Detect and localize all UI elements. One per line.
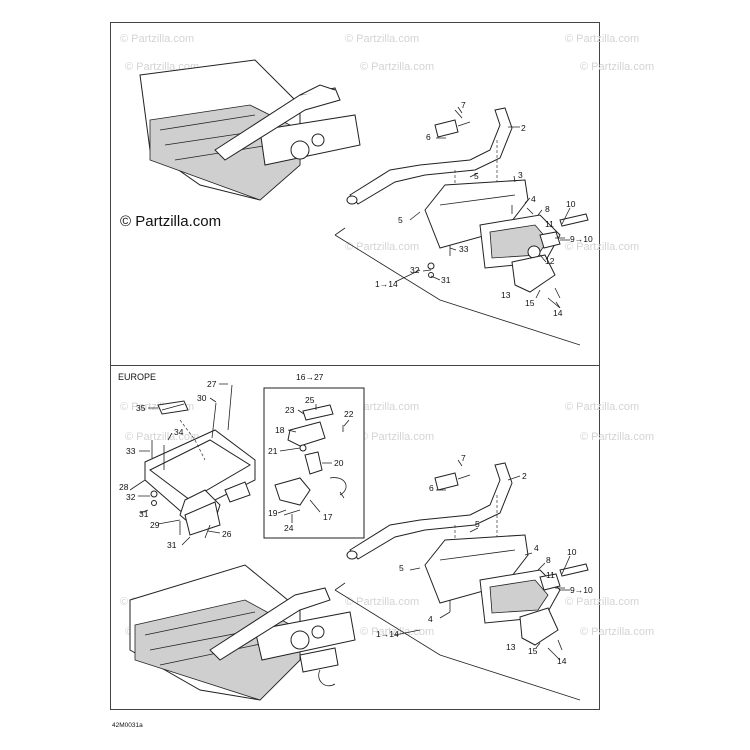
callout-32: 32 xyxy=(126,492,136,502)
watermark-text: © Partzilla.com xyxy=(360,626,434,638)
callout-5: 5 xyxy=(398,215,403,225)
watermark-text: © Partzilla.com xyxy=(580,61,654,73)
callout-31: 31 xyxy=(139,509,149,519)
callout-7: 7 xyxy=(461,100,466,110)
callout-33: 33 xyxy=(126,446,136,456)
callout-6: 6 xyxy=(429,483,434,493)
callout-13: 13 xyxy=(501,290,511,300)
callout-30: 30 xyxy=(197,393,207,403)
diagram-frame xyxy=(110,22,600,710)
watermark-text: © Partzilla.com xyxy=(360,431,434,443)
callout-8: 8 xyxy=(545,204,550,214)
callout-2: 2 xyxy=(521,123,526,133)
callout-14: 14 xyxy=(553,308,563,318)
callout-29: 29 xyxy=(150,520,160,530)
copyright-text: © Partzilla.com xyxy=(120,213,222,230)
callout-7: 7 xyxy=(461,453,466,463)
callout-27: 27 xyxy=(207,379,217,389)
inset-leader-lines xyxy=(277,404,350,523)
callout-5: 5 xyxy=(474,171,479,181)
callout-4: 4 xyxy=(428,614,433,624)
watermark-text: © Partzilla.com xyxy=(120,33,194,45)
callout-33: 33 xyxy=(459,244,469,254)
callout-26: 26 xyxy=(222,529,232,539)
callout-35: 35 xyxy=(136,403,146,413)
watermark-text: © Partzilla.com xyxy=(345,596,419,608)
bottom-vehicle-rear xyxy=(129,564,356,701)
inset-lamp-kit xyxy=(263,387,365,539)
callout-13: 13 xyxy=(506,642,516,652)
top-leader-lines xyxy=(394,106,571,309)
callout-19: 19 xyxy=(268,508,278,518)
watermark-text: © Partzilla.com xyxy=(580,431,654,443)
callout-21: 21 xyxy=(268,446,278,456)
callout-17: 17 xyxy=(323,512,333,522)
region-label: EUROPE xyxy=(118,372,157,382)
callout-22: 22 xyxy=(344,409,354,419)
watermark-text: © Partzilla.com xyxy=(565,401,639,413)
figure-code: 42M0031a xyxy=(112,722,143,729)
bottom-exploded-assembly xyxy=(334,462,589,701)
callout-15: 15 xyxy=(528,646,538,656)
callout-1-14: 1→14 xyxy=(376,629,399,639)
section-divider xyxy=(110,365,600,366)
bottom-right-leader-lines xyxy=(394,459,571,661)
bracket-leader-lines xyxy=(129,383,228,546)
callout-2: 2 xyxy=(522,471,527,481)
callout-20: 20 xyxy=(334,458,344,468)
callout-11: 11 xyxy=(546,570,555,580)
bottom-right-callouts: 7 6 2 5 4 8 10 11 9→10 5 4 1→14 13 15 14 xyxy=(376,453,593,666)
callout-11: 11 xyxy=(545,219,554,229)
callout-4: 4 xyxy=(531,194,536,204)
callout-31: 31 xyxy=(167,540,177,550)
callout-24: 24 xyxy=(284,523,294,533)
top-vehicle-rear xyxy=(139,59,361,201)
callout-10: 10 xyxy=(567,547,577,557)
callout-6: 6 xyxy=(426,132,431,142)
callout-31: 31 xyxy=(441,275,451,285)
callout-28: 28 xyxy=(119,482,129,492)
watermark-text: © Partzilla.com xyxy=(565,596,639,608)
watermarks: © Partzilla.com © Partzilla.com © Partzi… xyxy=(120,33,654,638)
inset-callouts: 16→27 25 23 22 18 21 20 19 24 17 xyxy=(268,372,354,533)
callout-1-14: 1→14 xyxy=(375,279,398,289)
callout-23: 23 xyxy=(285,405,295,415)
callout-34: 34 xyxy=(174,427,184,437)
watermark-text: © Partzilla.com xyxy=(580,626,654,638)
callout-10: 10 xyxy=(566,199,576,209)
callout-3: 3 xyxy=(518,170,523,180)
callout-8: 8 xyxy=(546,555,551,565)
plate-bracket-assembly xyxy=(144,384,256,539)
callout-32: 32 xyxy=(410,265,420,275)
callout-4: 4 xyxy=(534,543,539,553)
callout-12: 12 xyxy=(545,256,555,266)
callout-18: 18 xyxy=(275,425,285,435)
callout-16-27: 16→27 xyxy=(296,372,324,382)
watermark-text: © Partzilla.com xyxy=(345,241,419,253)
callout-14: 14 xyxy=(557,656,567,666)
callout-15: 15 xyxy=(525,298,535,308)
bracket-callouts: 27 30 35 34 33 28 32 31 29 31 26 xyxy=(119,379,232,550)
callout-9-10: 9→10 xyxy=(570,234,593,244)
watermark-text: © Partzilla.com xyxy=(125,431,199,443)
watermark-text: © Partzilla.com xyxy=(565,241,639,253)
top-exploded-assembly xyxy=(334,107,589,346)
top-callouts: 7 6 2 5 3 4 8 10 11 9→10 5 33 12 32 31 1… xyxy=(375,100,593,318)
callout-5: 5 xyxy=(399,563,404,573)
watermark-text: © Partzilla.com xyxy=(360,61,434,73)
callout-9-10: 9→10 xyxy=(570,585,593,595)
callout-5: 5 xyxy=(475,519,480,529)
watermark-text: © Partzilla.com xyxy=(345,33,419,45)
watermark-text: © Partzilla.com xyxy=(565,33,639,45)
callout-25: 25 xyxy=(305,395,315,405)
